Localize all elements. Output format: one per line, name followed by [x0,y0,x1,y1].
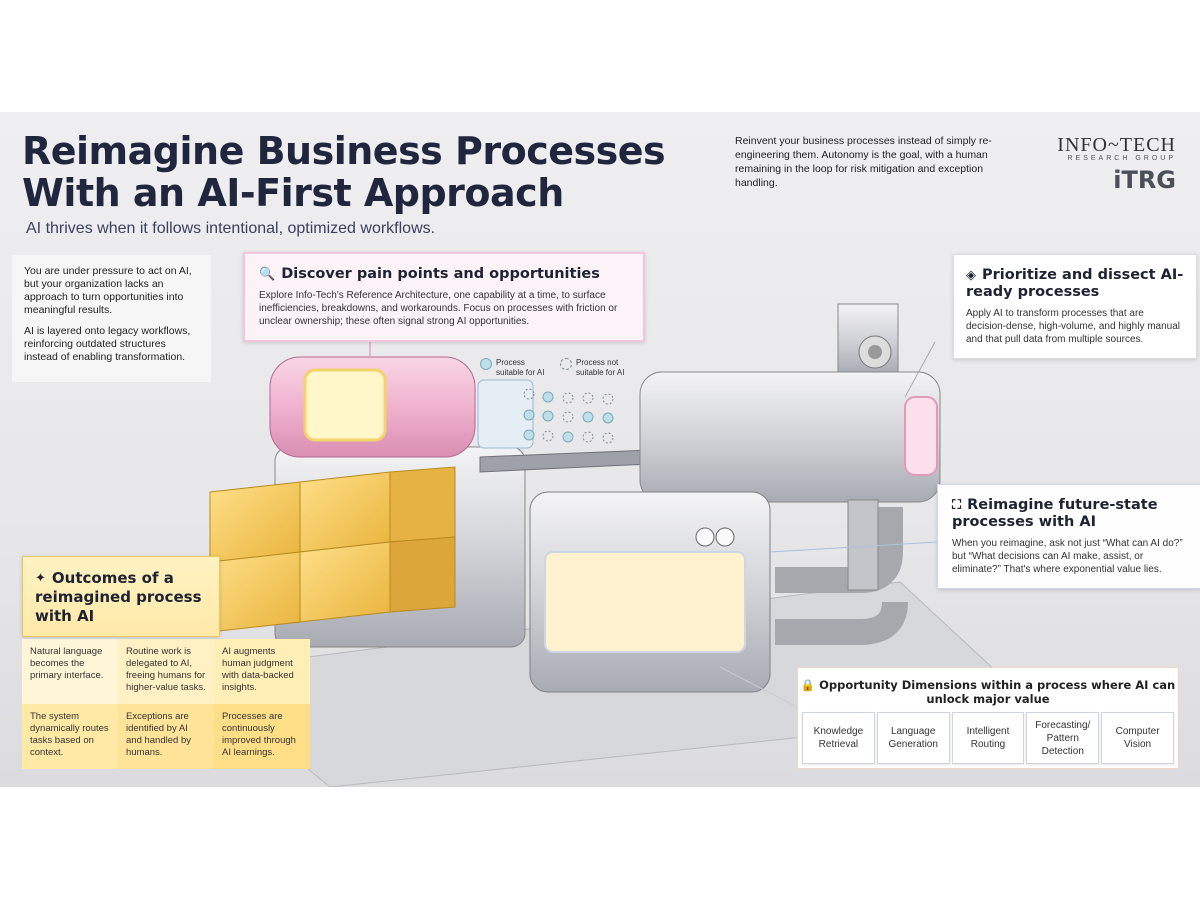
brand-itrg: iTRG [1113,166,1176,194]
solid-dot-icon [480,358,492,370]
lock-icon: 🔒 [800,678,816,692]
reimagine-card: ⛶Reimagine future-state processes with A… [937,484,1200,589]
opportunity-panel: 🔒 Opportunity Dimensions within a proces… [797,667,1179,769]
reimagine-title: Reimagine future-state processes with AI [952,497,1158,530]
opportunity-item: Intelligent Routing [951,712,1025,764]
page-subtitle: AI thrives when it follows intentional, … [26,220,436,237]
process-dots [523,388,614,444]
outcome-item: Exceptions are identified by AI and hand… [118,704,214,769]
discover-title: Discover pain points and opportunities [281,266,600,282]
outcomes-grid: Natural language becomes the primary int… [22,639,310,769]
infographic-canvas: Reimagine Business Processes With an AI-… [0,112,1200,787]
opportunity-item: Computer Vision [1101,712,1174,764]
left-info-p1: You are under pressure to act on AI, but… [24,265,192,316]
intro-text: Reinvent your business processes instead… [735,135,992,189]
outcome-item: Processes are continuously improved thro… [214,704,310,769]
discover-body: Explore Info-Tech's Reference Architectu… [259,290,618,327]
machine-illustration [188,303,1042,787]
legend-not-suitable: Process not suitable for AI [560,358,634,378]
opportunity-row: Knowledge Retrieval Language Generation … [802,712,1174,764]
opportunity-item: Forecasting/ Pattern Detection [1026,712,1100,764]
prioritize-title: Prioritize and dissect AI-ready processe… [966,267,1184,300]
sparkle-icon: ✦ [35,571,46,586]
discover-card: 🔍Discover pain points and opportunities … [243,252,645,342]
outcome-item: The system dynamically routes tasks base… [22,704,118,769]
left-info-panel: You are under pressure to act on AI, but… [12,255,211,382]
outcomes-card: ✦Outcomes of a reimagined process with A… [22,556,220,637]
outcome-item: Natural language becomes the primary int… [22,639,118,704]
dashed-dot-icon [560,358,572,370]
outcome-item: AI augments human judgment with data-bac… [214,639,310,704]
opportunity-title: Opportunity Dimensions within a process … [819,678,1176,706]
brand-logo: INFO~TECH RESEARCH GROUP iTRG [1057,134,1176,194]
process-legend: Process suitable for AI Process not suit… [480,358,634,378]
opportunity-item: Knowledge Retrieval [802,712,875,764]
outcomes-title: Outcomes of a reimagined process with AI [35,569,202,625]
legend-suitable: Process suitable for AI [480,358,548,378]
brand-name: INFO~TECH [1057,134,1176,156]
prioritize-card: ◈Prioritize and dissect AI-ready process… [953,254,1197,359]
reimagine-body: When you reimagine, ask not just “What c… [952,538,1183,575]
outcome-item: Routine work is delegated to AI, freeing… [118,639,214,704]
page-title: Reimagine Business Processes With an AI-… [22,129,666,215]
brand-sub: RESEARCH GROUP [1067,155,1176,162]
expand-icon: ⛶ [952,498,962,513]
search-icon: 🔍 [259,267,276,282]
diamond-arrow-icon: ◈ [966,268,976,283]
left-info-p2: AI is layered onto legacy workflows, rei… [24,325,191,363]
opportunity-item: Language Generation [876,712,950,764]
prioritize-body: Apply AI to transform processes that are… [966,308,1181,345]
